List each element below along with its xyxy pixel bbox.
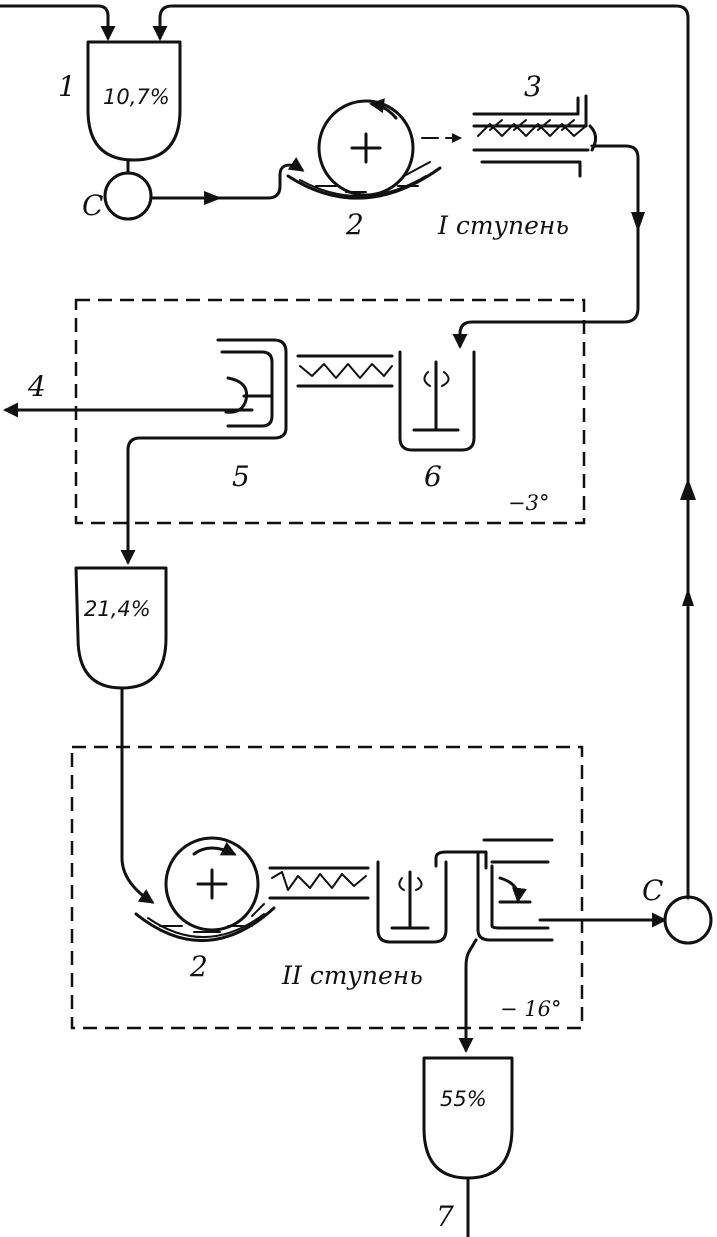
centrifuge-2 bbox=[476, 838, 554, 942]
pump-line-arrow bbox=[204, 191, 222, 205]
mixer2-to-centrifuge-line bbox=[434, 850, 488, 870]
label-pump-bottom: C bbox=[642, 874, 663, 907]
intermediate-concentration: 21,4% bbox=[84, 597, 151, 621]
feed-line bbox=[0, 4, 116, 41]
feed-concentration: 10,7% bbox=[103, 85, 170, 109]
screw-conveyor-stage-1 bbox=[296, 354, 394, 388]
label-drum-2: 2 bbox=[189, 950, 208, 983]
screw-conveyor-top bbox=[472, 94, 597, 178]
centrifuge-1 bbox=[210, 338, 288, 440]
recycle-return-line bbox=[152, 4, 690, 900]
mixer-1 bbox=[398, 350, 476, 452]
intermediate-tank bbox=[74, 566, 168, 702]
pump-bottom bbox=[663, 895, 713, 945]
screw-to-mixer-line bbox=[452, 144, 640, 349]
pump-top bbox=[103, 171, 153, 221]
drum-crystallizer-1 bbox=[286, 98, 442, 200]
screw-conveyor-stage-2 bbox=[268, 866, 370, 900]
centrifuge-to-tank-line bbox=[120, 436, 214, 565]
label-tank-1: 1 bbox=[58, 70, 76, 103]
drum-crystallizer-2 bbox=[134, 836, 276, 943]
tank-to-drum2-line bbox=[120, 698, 155, 904]
stage-1-temperature: −3° bbox=[508, 491, 549, 515]
stage-2-temperature: − 16° bbox=[500, 997, 562, 1021]
pump-to-drum-line bbox=[149, 157, 305, 200]
label-centrifuge-5: 5 bbox=[232, 460, 250, 493]
label-drum-1: 2 bbox=[345, 208, 364, 241]
product-tank bbox=[422, 1056, 514, 1237]
label-mixer-6: 6 bbox=[424, 460, 442, 493]
stage-2-enclosure bbox=[70, 745, 584, 1030]
stage-1-label: I ступень bbox=[437, 211, 569, 240]
label-screw-3: 3 bbox=[524, 70, 542, 103]
down-line-arrow bbox=[631, 212, 645, 232]
label-pump-top: C bbox=[82, 189, 103, 222]
stage-2-label: II ступень bbox=[281, 961, 423, 990]
feed-tank bbox=[86, 40, 182, 174]
label-product-7: 7 bbox=[436, 1200, 454, 1233]
label-outlet-4: 4 bbox=[27, 370, 46, 403]
mixer-2 bbox=[376, 860, 448, 944]
centrifuge2-to-product-line bbox=[458, 938, 478, 1053]
recycle-arrow-up-1 bbox=[680, 478, 696, 500]
recycle-arrow-up-2 bbox=[682, 588, 694, 606]
final-concentration: 55% bbox=[440, 1087, 487, 1111]
